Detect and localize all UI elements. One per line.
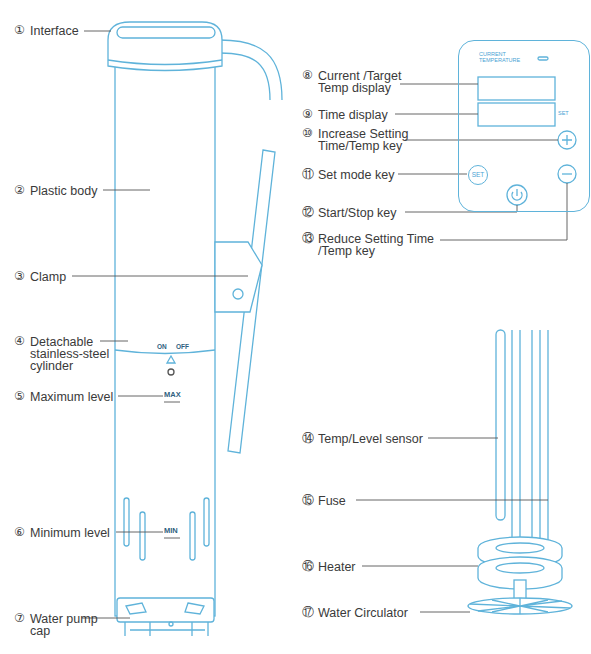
minus-sign (562, 173, 572, 174)
part-name: Heater (318, 561, 378, 573)
part-name: Increase Setting Time/Temp key (318, 128, 443, 152)
interface-band (108, 60, 222, 65)
leader-line (356, 500, 548, 501)
level-mark: MAX (164, 391, 188, 399)
cap-feet (125, 622, 208, 636)
node-text: SET (558, 111, 578, 117)
cap-vent (126, 603, 146, 614)
part-name: Clamp (30, 271, 90, 283)
part-name: Minimum level (30, 527, 125, 539)
set-mode-button: SET (468, 165, 488, 185)
node-text: SET (469, 172, 487, 179)
start-stop-key (507, 185, 527, 205)
part-name: Set mode key (318, 169, 418, 181)
part-name: Fuse (318, 495, 378, 507)
time-display (478, 103, 555, 126)
part-name: Current /Target Temp display (318, 70, 428, 94)
part-name: Water pump cap (30, 613, 100, 637)
temp-display (478, 77, 555, 100)
switch-mark: ON (157, 344, 177, 351)
leader-line (395, 114, 478, 115)
lock-arrow (167, 356, 175, 363)
leader-line (72, 276, 248, 277)
part-name: Interface (30, 25, 110, 37)
part-name: Start/Stop key (318, 207, 418, 219)
cap-vent (185, 603, 204, 614)
leader-line (405, 205, 517, 212)
control-panel: CURRENT TEMPERATURE SET SET (458, 40, 590, 212)
interface-head (108, 22, 222, 71)
leader-line (428, 438, 498, 439)
water-circulator (468, 598, 572, 614)
temp-sensor (496, 330, 505, 520)
part-name: Detachable stainless-steel cylinder (30, 336, 122, 372)
leader-line (362, 566, 478, 567)
leader-line (100, 341, 128, 342)
part-name: Temp/Level sensor (318, 433, 438, 445)
clamp-pivot (233, 289, 243, 299)
lock-dot (168, 369, 174, 375)
switch-mark: OFF (176, 344, 196, 351)
leader-line (398, 174, 467, 175)
leader-line (103, 190, 150, 191)
impeller-blade (470, 598, 570, 614)
part-name: Reduce Setting Time /Temp key (318, 233, 448, 257)
max-underline (164, 402, 180, 403)
part-name: Time display (318, 109, 418, 121)
clamp-bracket (215, 242, 262, 312)
plastic-body (115, 66, 215, 616)
leader-line (84, 31, 111, 32)
part-name: Water Circulator (318, 607, 428, 619)
power-cable (220, 40, 282, 100)
indicator-led (538, 57, 548, 60)
leader-line (405, 140, 558, 141)
heater-coil (496, 543, 544, 553)
level-mark: MIN (164, 527, 188, 535)
water-slot (204, 498, 209, 546)
water-slot (124, 498, 129, 546)
pump-cap (117, 598, 214, 622)
heater-rod (512, 330, 540, 552)
power-symbol (512, 189, 522, 200)
water-slot (140, 512, 145, 560)
min-underline (164, 538, 180, 539)
increase-key (558, 131, 576, 149)
node-text: CURRENT TEMPERATURE (479, 52, 529, 64)
cylinder-joint (115, 350, 215, 354)
part-name: Plastic body (30, 185, 120, 197)
leader-line (116, 532, 163, 533)
reduce-key (558, 165, 576, 183)
leader-line (118, 396, 163, 397)
plus-sign (562, 135, 572, 145)
leader-line (420, 612, 470, 613)
heater-coil (496, 563, 544, 573)
fuse-wire (547, 330, 548, 575)
interface-top (117, 27, 215, 38)
power-cable (220, 53, 270, 100)
water-slot (190, 512, 195, 560)
leader-line (400, 84, 478, 85)
part-name: Maximum level (30, 391, 125, 403)
cap-screw (169, 622, 173, 626)
